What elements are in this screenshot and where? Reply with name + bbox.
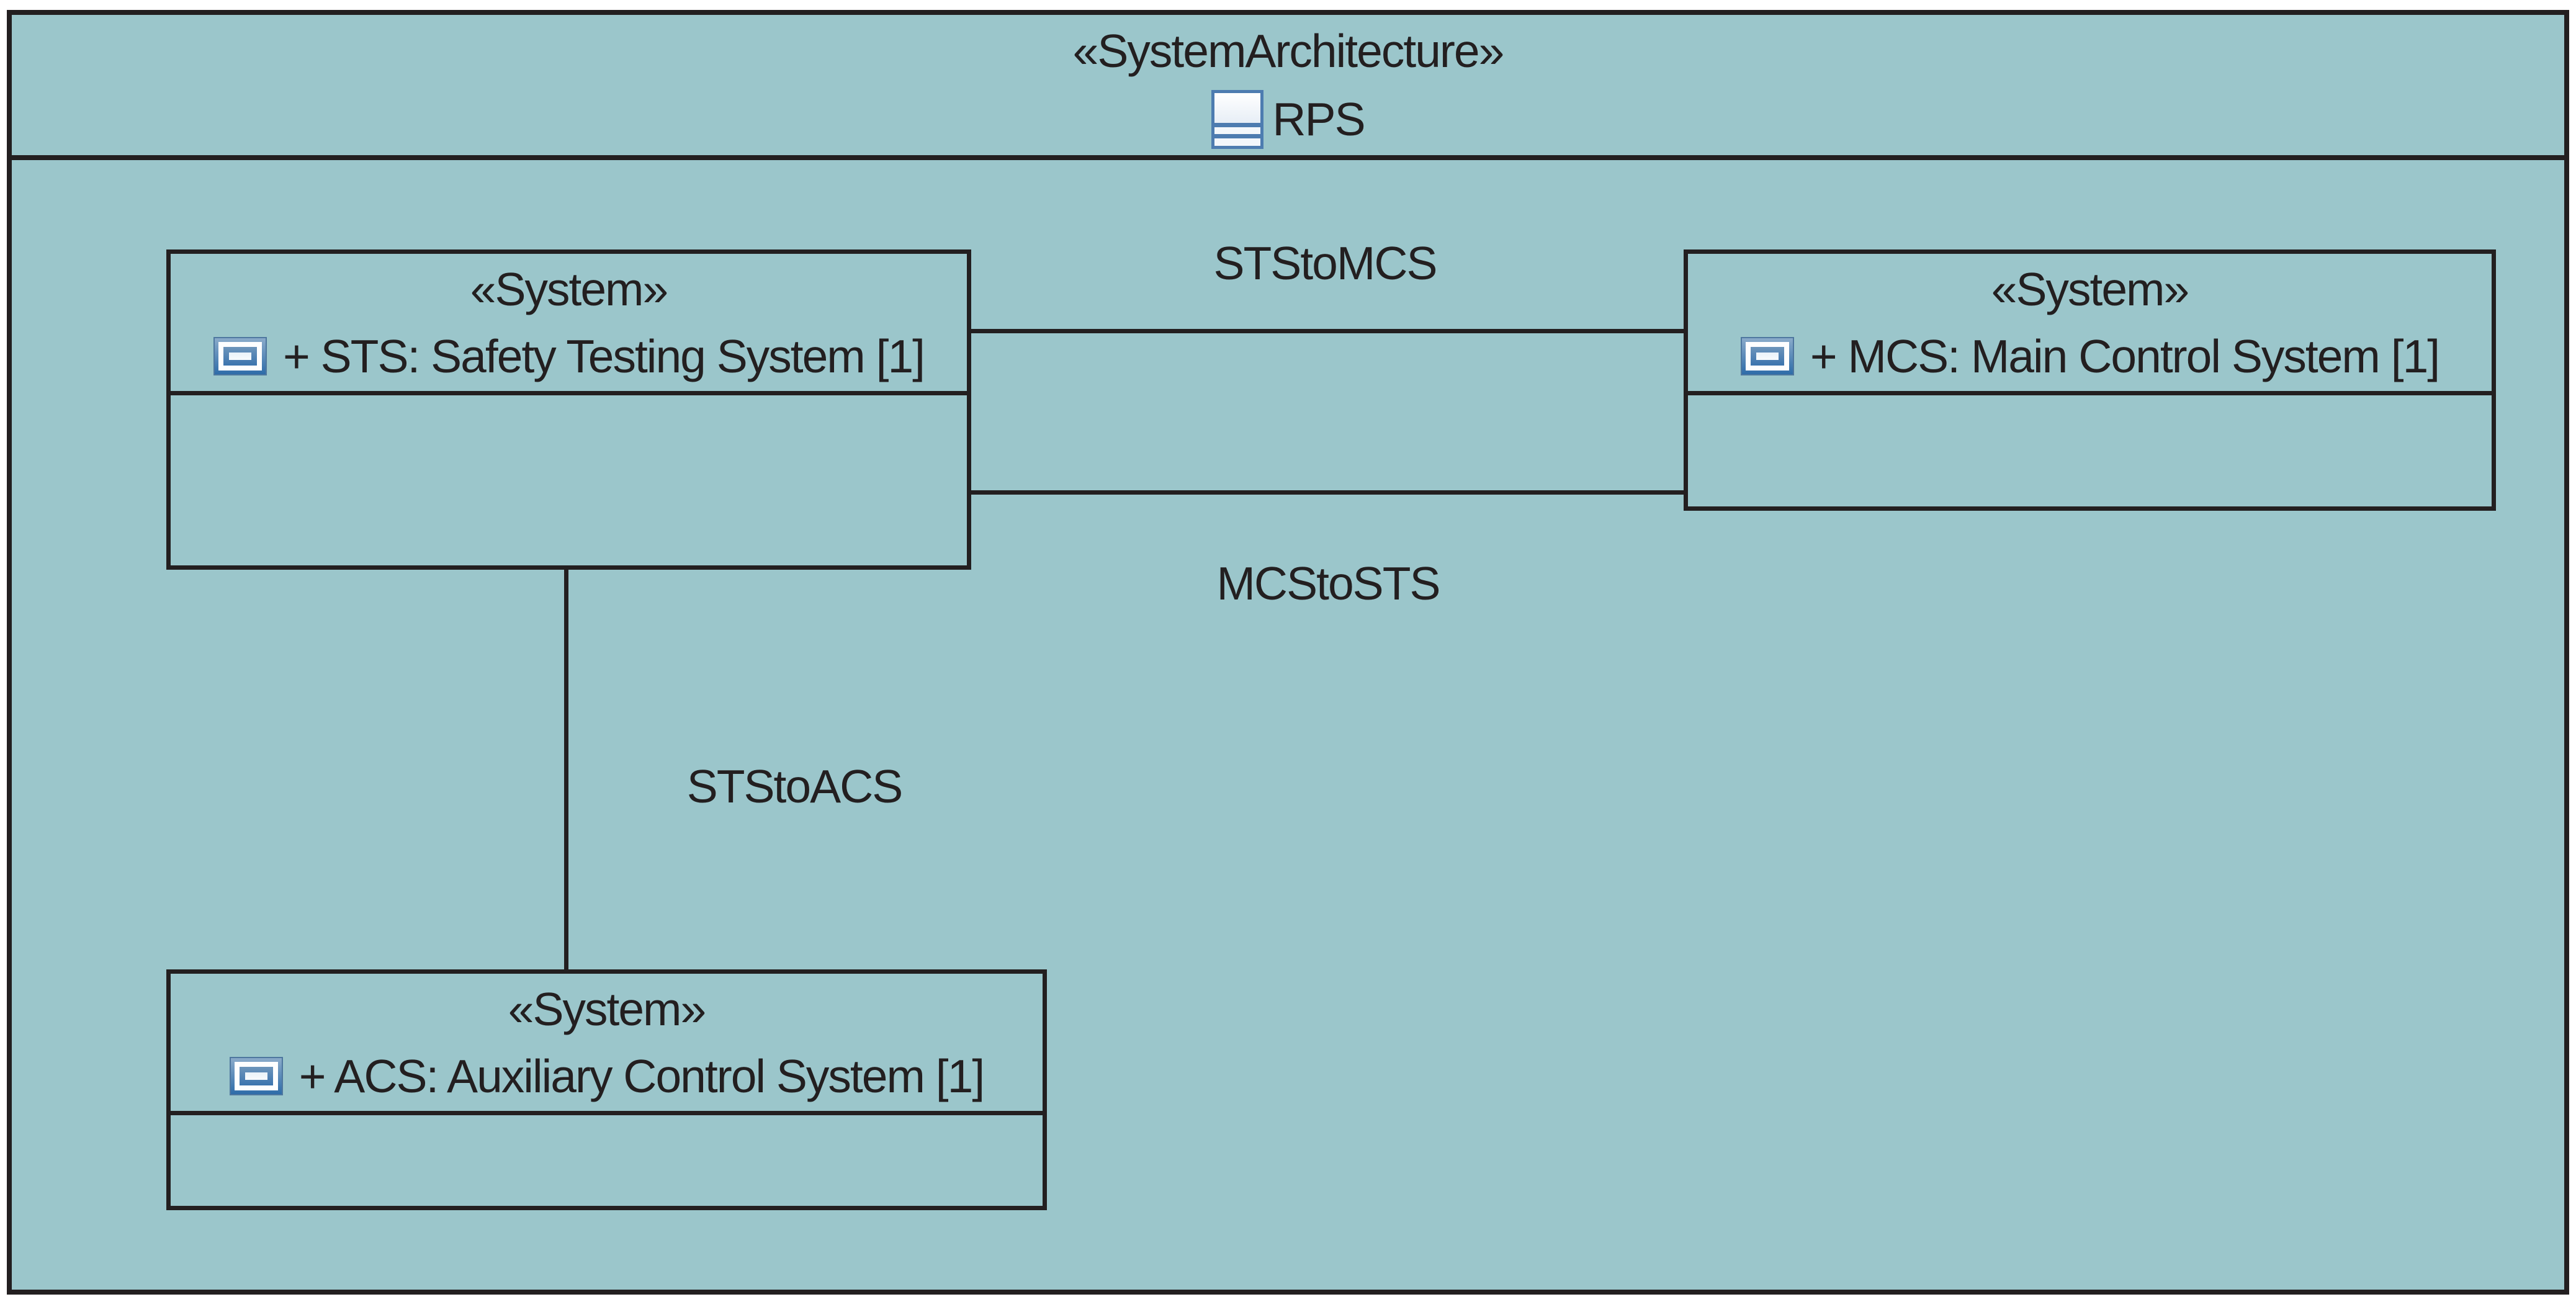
sts-name-row: + STS: Safety Testing System [1] <box>213 325 925 387</box>
part-icon <box>229 1056 283 1095</box>
mcs-stereotype: «System» <box>1991 263 2189 315</box>
mcs-label: + MCS: Main Control System [1] <box>1810 330 2440 382</box>
frame-stereotype: «SystemArchitecture» <box>1072 25 1505 77</box>
acs-header-compartment: «System» + ACS: Auxiliary Control System… <box>171 974 1043 1115</box>
mcs-header-compartment: «System» + MCS: Main Control System [1] <box>1688 254 2492 395</box>
part-icon <box>1740 336 1794 375</box>
system-box-acs[interactable]: «System» + ACS: Auxiliary Control System… <box>166 969 1047 1210</box>
sts-stereotype: «System» <box>470 263 668 315</box>
system-box-sts[interactable]: «System» + STS: Safety Testing System [1… <box>166 249 971 570</box>
part-icon <box>213 336 267 375</box>
acs-label: + ACS: Auxiliary Control System [1] <box>298 1049 985 1102</box>
acs-stereotype: «System» <box>508 982 706 1035</box>
sts-label: + STS: Safety Testing System [1] <box>282 330 925 382</box>
connector-label-mcstosts[interactable]: MCStoSTS <box>1216 557 1440 609</box>
connector-sts-to-mcs[interactable] <box>971 329 1684 333</box>
connector-mcs-to-sts[interactable] <box>971 490 1684 495</box>
connector-sts-to-acs[interactable] <box>564 570 568 969</box>
model-icon <box>1211 89 1264 149</box>
frame-title-row: RPS <box>1211 88 1366 150</box>
system-box-mcs[interactable]: «System» + MCS: Main Control System [1] <box>1684 249 2496 511</box>
sts-header-compartment: «System» + STS: Safety Testing System [1… <box>171 254 967 395</box>
mcs-name-row: + MCS: Main Control System [1] <box>1740 325 2440 387</box>
connector-label-ststomcs[interactable]: STStoMCS <box>1213 237 1437 289</box>
connector-label-ststoacs[interactable]: STStoACS <box>686 760 904 812</box>
frame-header[interactable]: «SystemArchitecture» RPS <box>12 15 2564 160</box>
acs-name-row: + ACS: Auxiliary Control System [1] <box>229 1045 985 1107</box>
frame-name: RPS <box>1272 93 1365 145</box>
system-architecture-frame: «SystemArchitecture» RPS «System» + STS:… <box>7 10 2569 1295</box>
